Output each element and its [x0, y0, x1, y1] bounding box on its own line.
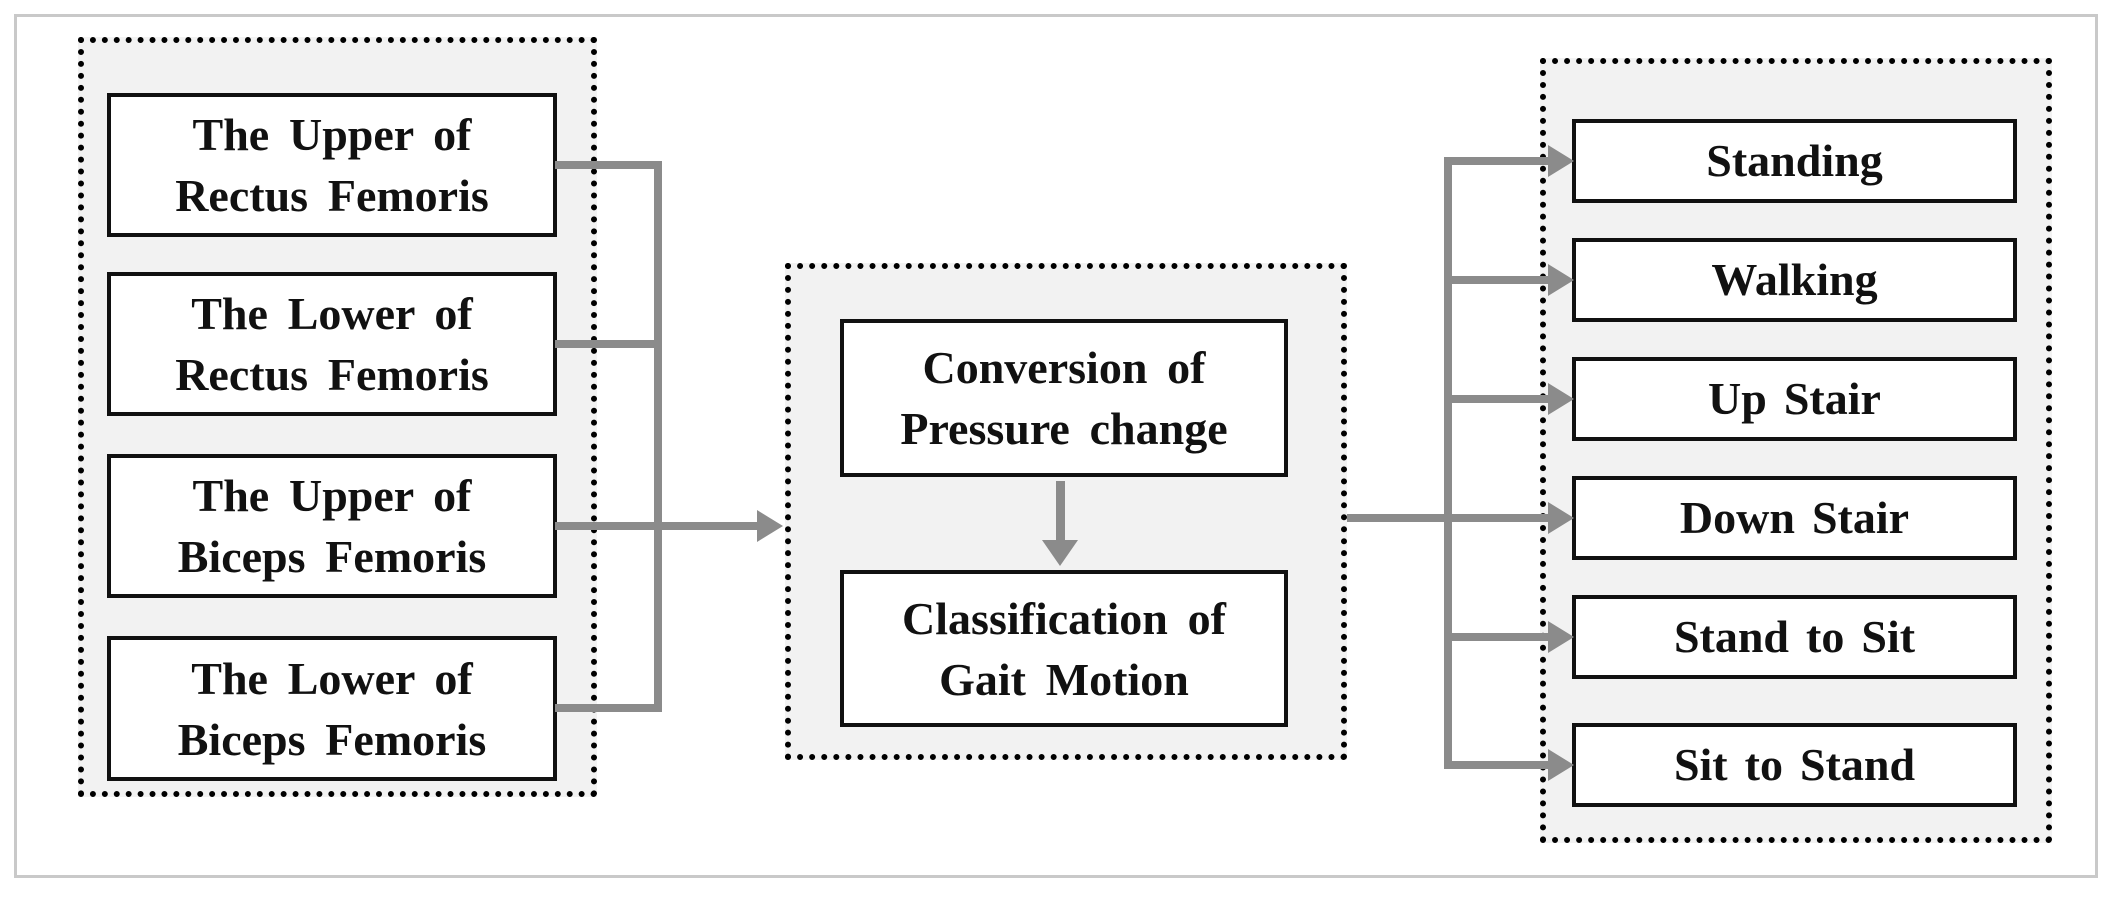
branch-walking-line — [1444, 276, 1548, 284]
branch-up-stair-line — [1444, 395, 1548, 403]
node-conversion-pressure-change: Conversion of Pressure change — [840, 319, 1288, 477]
node-sit-to-stand: Sit to Stand — [1572, 723, 2017, 807]
node-lower-rectus-femoris: The Lower of Rectus Femoris — [107, 272, 557, 416]
branch-stand-to-sit-arrowhead-icon — [1548, 621, 1574, 653]
main-arrow-line — [555, 522, 759, 530]
down-arrow-shaft — [1056, 481, 1065, 548]
left-bus-line — [654, 161, 662, 712]
branch-sit-to-stand-line — [1444, 761, 1548, 769]
node-upper-biceps-femoris: The Upper of Biceps Femoris — [107, 454, 557, 598]
down-arrowhead-icon — [1042, 540, 1078, 566]
figure-border — [14, 14, 2098, 878]
stub-upper-rectus-line — [555, 161, 662, 169]
branch-stand-to-sit-line — [1444, 633, 1548, 641]
main-arrowhead-icon — [757, 510, 783, 542]
stub-lower-biceps-line — [555, 704, 662, 712]
node-up-stair: Up Stair — [1572, 357, 2017, 441]
node-down-stair: Down Stair — [1572, 476, 2017, 560]
node-lower-biceps-femoris: The Lower of Biceps Femoris — [107, 636, 557, 781]
output-arrow-line — [1347, 514, 1452, 522]
branch-standing-arrowhead-icon — [1548, 145, 1574, 177]
node-stand-to-sit: Stand to Sit — [1572, 595, 2017, 679]
stub-lower-rectus-line — [555, 340, 662, 348]
branch-down-stair-line — [1444, 514, 1548, 522]
branch-down-stair-arrowhead-icon — [1548, 502, 1574, 534]
branch-walking-arrowhead-icon — [1548, 264, 1574, 296]
branch-standing-line — [1444, 157, 1548, 165]
node-walking: Walking — [1572, 238, 2017, 322]
node-upper-rectus-femoris: The Upper of Rectus Femoris — [107, 93, 557, 237]
right-bus-line — [1444, 157, 1452, 769]
branch-sit-to-stand-arrowhead-icon — [1548, 749, 1574, 781]
branch-up-stair-arrowhead-icon — [1548, 383, 1574, 415]
node-standing: Standing — [1572, 119, 2017, 203]
node-classification-gait-motion: Classification of Gait Motion — [840, 570, 1288, 727]
